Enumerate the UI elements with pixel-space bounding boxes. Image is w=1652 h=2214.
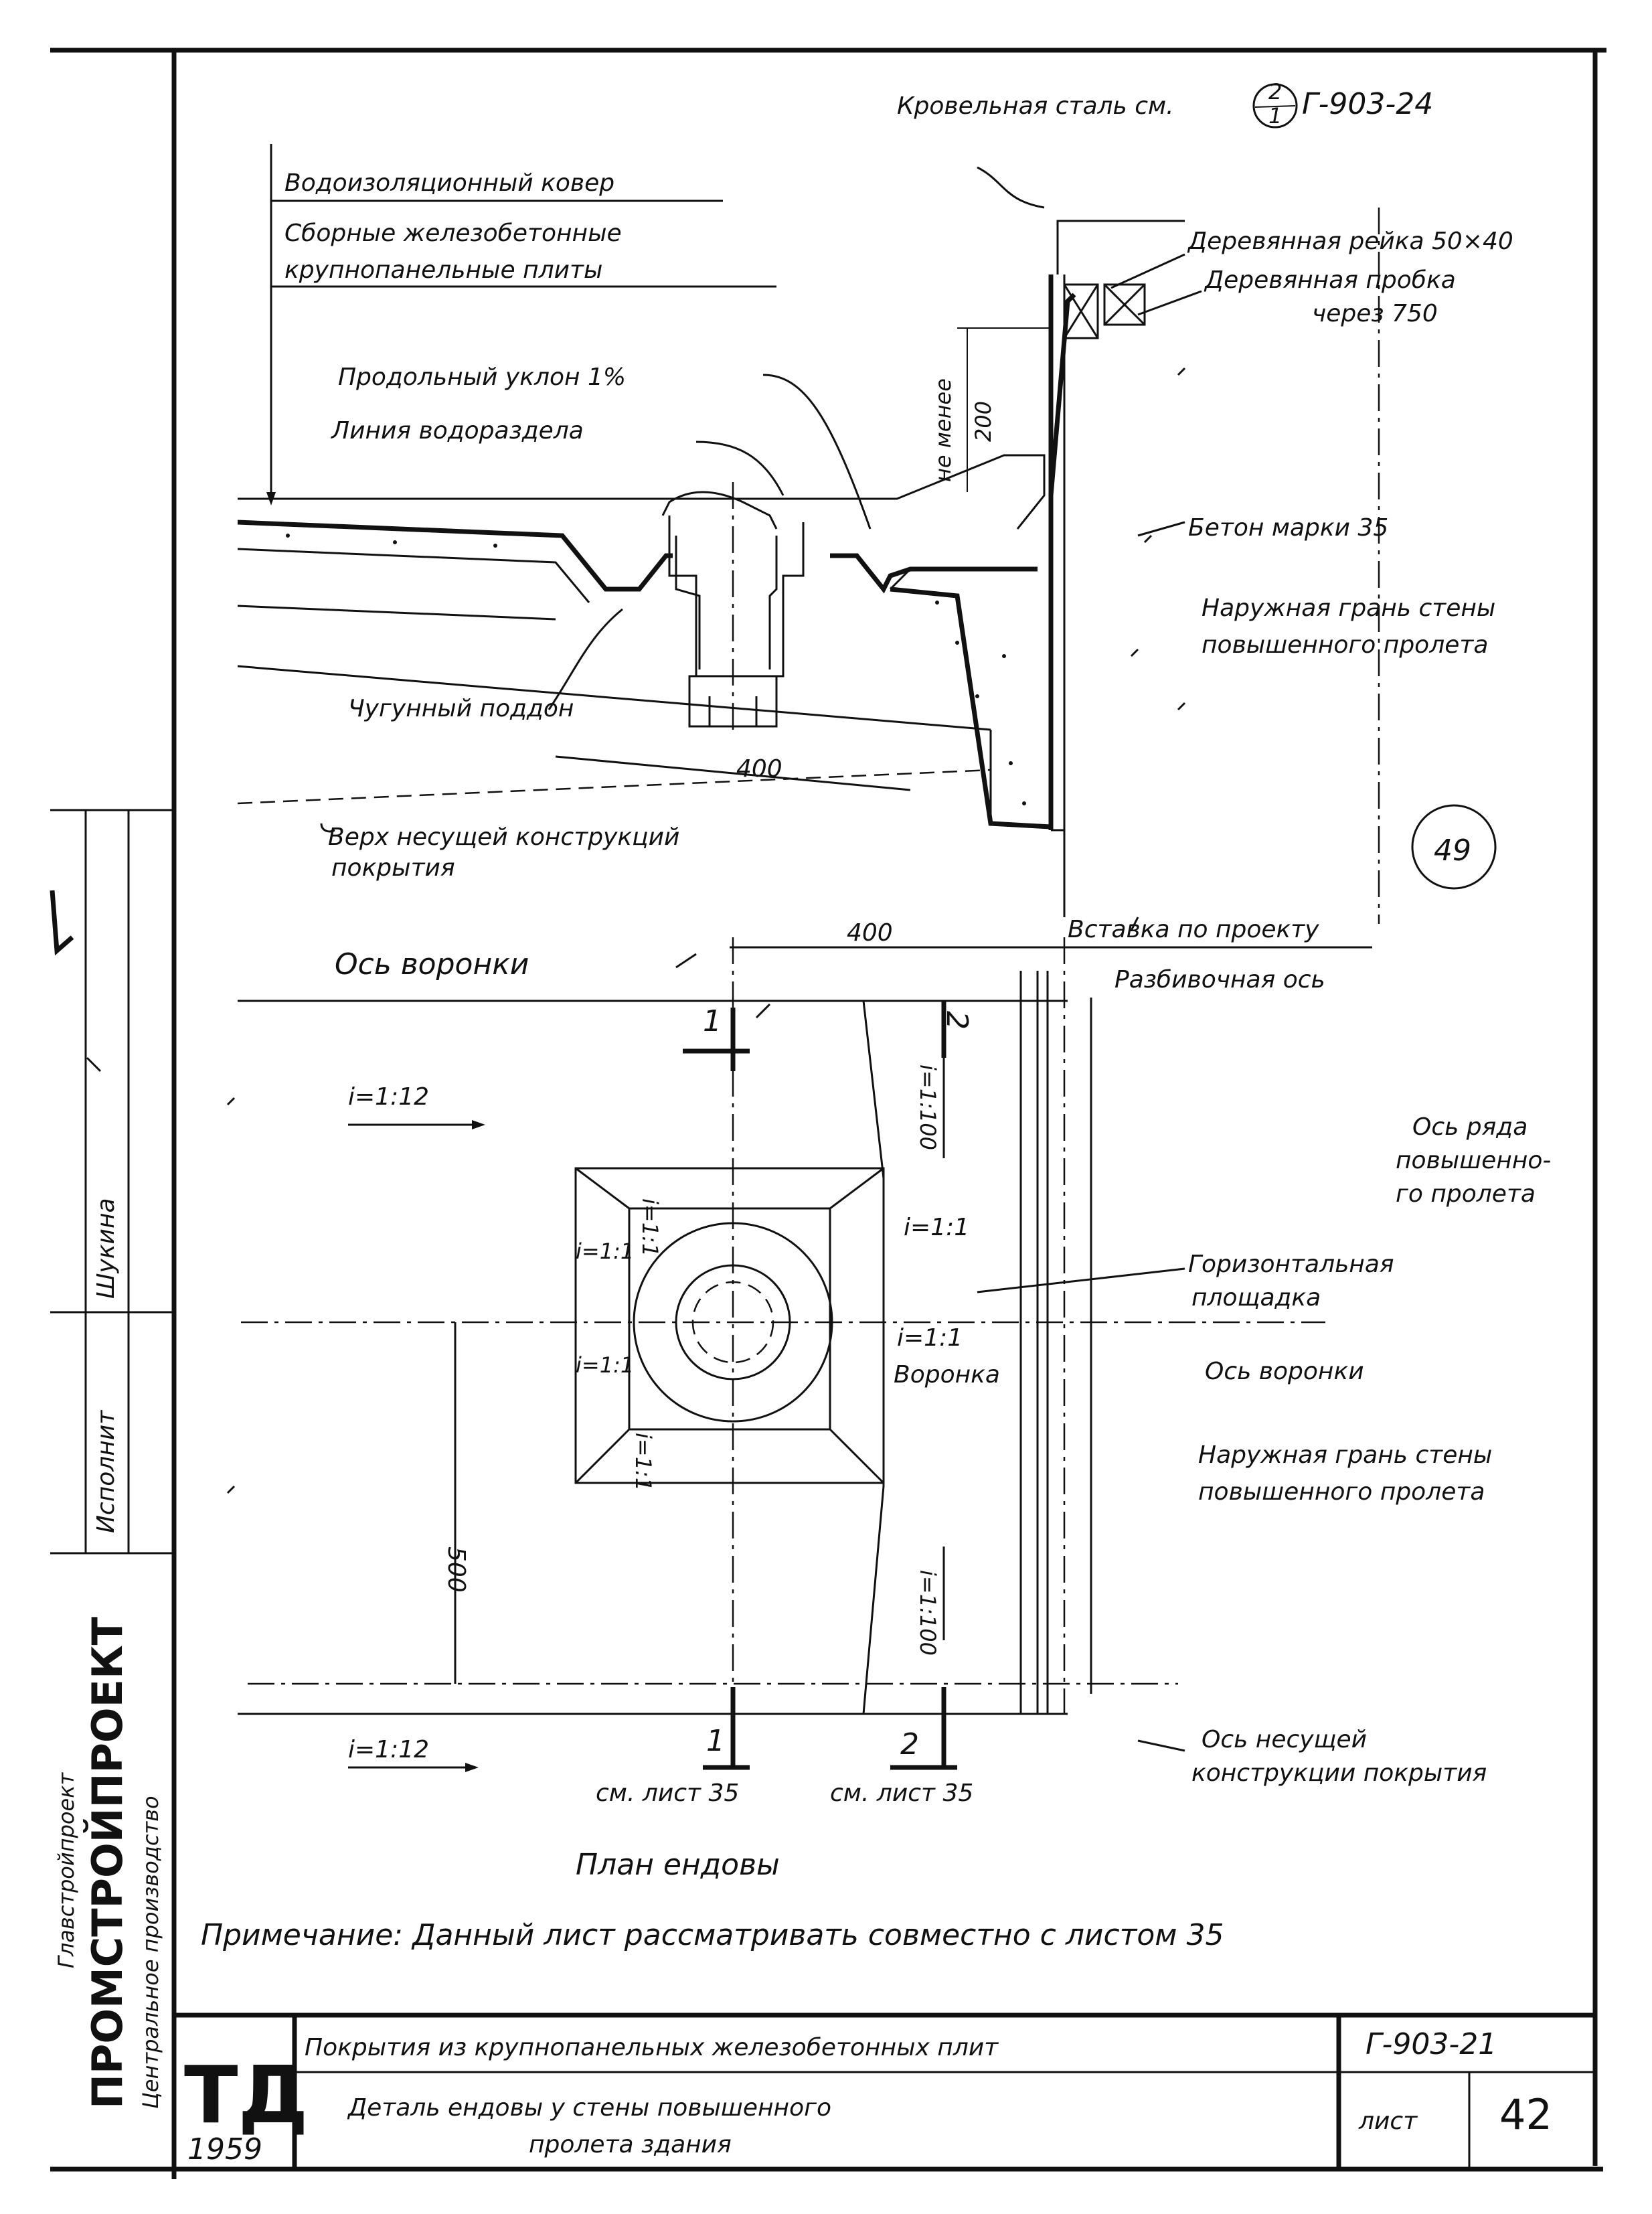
org-line-1: Главстройпроект bbox=[54, 1772, 79, 1969]
slope-left-top: i=1:12 bbox=[348, 1083, 429, 1111]
see-sheet-1: см. лист 35 bbox=[596, 1780, 739, 1807]
wooden-plug-label-2: через 750 bbox=[1312, 300, 1438, 327]
section-2-top: 2 bbox=[940, 1011, 974, 1030]
sheet-frame bbox=[50, 48, 1606, 2179]
wooden-rail-label: Деревянная рейка 50×40 bbox=[1187, 228, 1513, 255]
slope-left-bottom: i=1:12 bbox=[348, 1736, 429, 1763]
slope-1-1-left-2: i=1:1 bbox=[576, 1352, 634, 1378]
drawing-code: Г-903-21 bbox=[1366, 2027, 1497, 2061]
sheet-label: лист bbox=[1358, 2108, 1418, 2135]
layout-axis-label: Разбивочная ось bbox=[1114, 966, 1325, 994]
concrete-grade-label: Бетон марки 35 bbox=[1188, 514, 1388, 542]
org-line-2: ПРОМСТРОЙПРОЕКТ bbox=[83, 1617, 132, 2109]
insert-by-design-label: Вставка по проекту bbox=[1068, 916, 1319, 943]
section-drawing: Кровельная сталь см. 2 1 Г-903-24 Водоиз… bbox=[237, 79, 1513, 924]
slope-100-bottom: i=1:100 bbox=[915, 1570, 940, 1656]
roof-steel-frac-bottom: 1 bbox=[1268, 103, 1282, 129]
row-axis-label-1: Ось ряда bbox=[1412, 1113, 1527, 1141]
executor-name: Шукина bbox=[92, 1198, 120, 1299]
sheet-number: 42 bbox=[1499, 2090, 1552, 2139]
roof-steel-frac-top: 2 bbox=[1268, 79, 1282, 104]
roof-steel-label: Кровельная сталь см. bbox=[897, 92, 1174, 120]
note-text: Примечание: Данный лист рассматривать со… bbox=[201, 1918, 1224, 1952]
org-line-3: Центральное производство bbox=[138, 1796, 163, 2109]
not-less-value: 200 bbox=[971, 401, 996, 442]
top-structure-label-2: покрытия bbox=[331, 854, 455, 882]
outer-face-plan-label-2: повышенного пролета bbox=[1198, 1478, 1485, 1506]
cast-iron-tray-label: Чугунный поддон bbox=[348, 695, 574, 722]
row-axis-label-2: повышенно- bbox=[1396, 1147, 1551, 1174]
horiz-platform-label-1: Горизонтальная bbox=[1188, 1251, 1394, 1278]
side-strip: Исполнит Шукина Главстройпроект ПРОМСТРО… bbox=[50, 890, 163, 2109]
section-1-bottom: 1 bbox=[706, 1724, 725, 1758]
circle-number: 49 bbox=[1434, 834, 1471, 868]
section-1-top: 1 bbox=[703, 1004, 722, 1038]
bearing-axis-label-1: Ось несущей bbox=[1202, 1726, 1367, 1753]
series-title: Покрытия из крупнопанельных железобетонн… bbox=[305, 2034, 999, 2061]
row-axis-label-3: го пролета bbox=[1396, 1180, 1536, 1208]
roof-steel-ref: Г-903-24 bbox=[1302, 87, 1433, 121]
slope-1-1-lower: i=1:1 bbox=[897, 1324, 963, 1352]
wooden-plug-label: Деревянная пробка bbox=[1204, 266, 1456, 294]
funnel-label: Воронка bbox=[894, 1361, 1000, 1389]
executor-label: Исполнит bbox=[92, 1410, 120, 1533]
outer-face-label-2: повышенного пролета bbox=[1202, 631, 1488, 659]
circle-badge: 49 bbox=[1411, 804, 1497, 890]
waterproof-carpet-label: Водоизоляционный ковер bbox=[284, 169, 614, 197]
sheet-title-2: пролета здания bbox=[529, 2131, 732, 2158]
slope-1-1-right: i=1:1 bbox=[904, 1214, 969, 1241]
stamp-mark bbox=[86, 1056, 102, 1073]
top-structure-label-1: Верх несущей конструкций bbox=[328, 823, 679, 851]
dim-400-section: 400 bbox=[736, 755, 782, 783]
bearing-axis-label-2: конструкции покрытия bbox=[1191, 1759, 1487, 1787]
outer-face-plan-label-1: Наружная грань стены bbox=[1198, 1441, 1492, 1469]
logo-td: ТД bbox=[184, 2049, 309, 2141]
see-sheet-2: см. лист 35 bbox=[830, 1780, 973, 1807]
funnel-axis-label: Ось воронки bbox=[335, 947, 529, 981]
slope-1-1-left-1: i=1:1 bbox=[576, 1239, 634, 1264]
long-slope-label: Продольный уклон 1% bbox=[338, 364, 626, 391]
horiz-platform-label-2: площадка bbox=[1191, 1284, 1321, 1312]
section-2-bottom: 2 bbox=[900, 1727, 919, 1761]
outer-face-label-1: Наружная грань стены bbox=[1202, 595, 1495, 622]
slope-1-1-bottom-left: i=1:1 bbox=[631, 1433, 656, 1491]
year: 1959 bbox=[187, 2132, 262, 2166]
initials-mark bbox=[50, 890, 74, 956]
plan-drawing: Ось воронки 400 Вставка по проекту Разби… bbox=[226, 916, 1551, 1807]
dim-400-plan: 400 bbox=[847, 919, 893, 947]
title-block: ТД 1959 Покрытия из крупнопанельных желе… bbox=[174, 2012, 1595, 2169]
slope-1-1-top: i=1:1 bbox=[637, 1198, 663, 1257]
precast-slabs-label-2: крупнопанельные плиты bbox=[284, 256, 602, 284]
precast-slabs-label-1: Сборные железобетонные bbox=[284, 220, 622, 247]
slope-100-top: i=1:100 bbox=[915, 1064, 940, 1150]
plan-title: План ендовы bbox=[576, 1848, 780, 1882]
sheet-title-1: Деталь ендовы у стены повышенного bbox=[347, 2094, 831, 2122]
funnel-axis-right-label: Ось воронки bbox=[1205, 1358, 1364, 1385]
not-less-label: не менее bbox=[930, 378, 956, 482]
watershed-label: Линия водораздела bbox=[330, 417, 584, 445]
